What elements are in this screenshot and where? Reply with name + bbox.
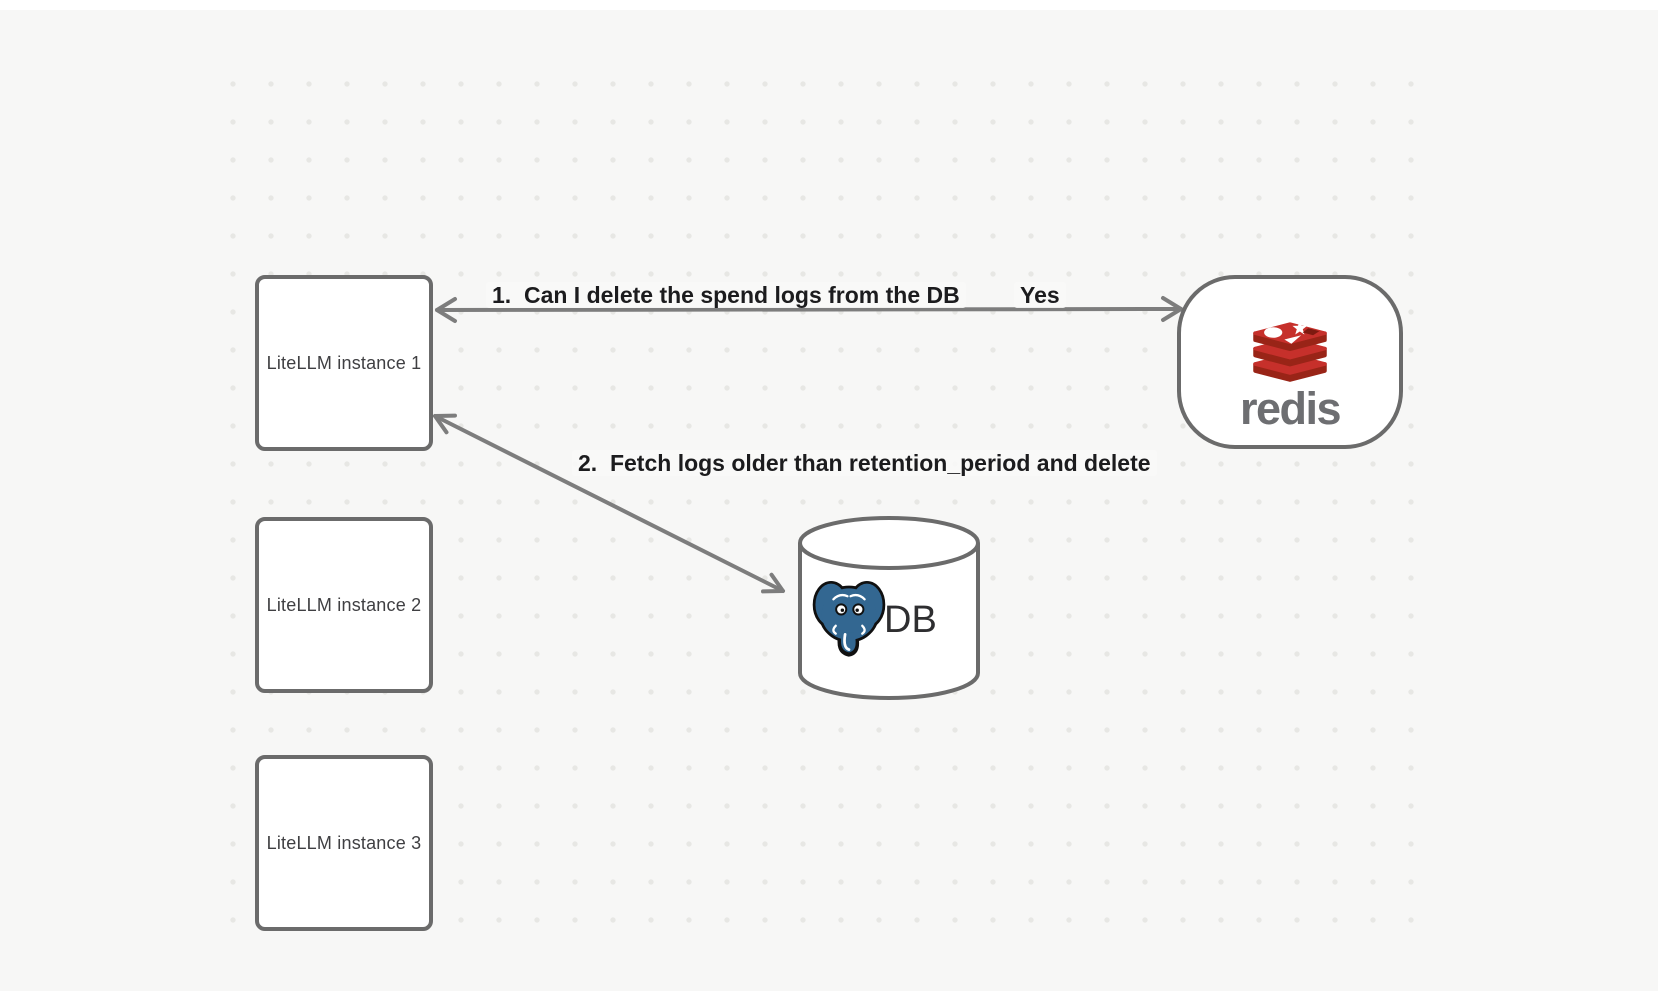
db-label: DB bbox=[884, 599, 937, 641]
node-litellm-instance-3[interactable]: LiteLLM instance 3 bbox=[255, 755, 433, 931]
arrow1-answer-label[interactable]: Yes bbox=[1014, 282, 1066, 308]
redis-cube-stack-icon bbox=[1253, 320, 1327, 382]
arrow-instance1-db[interactable] bbox=[433, 413, 785, 594]
node-redis[interactable]: redis bbox=[1177, 275, 1403, 449]
node-db[interactable]: DB bbox=[796, 514, 982, 704]
node-label: LiteLLM instance 3 bbox=[266, 832, 422, 853]
node-label: LiteLLM instance 2 bbox=[266, 594, 422, 615]
redis-wordmark: redis bbox=[1239, 383, 1342, 434]
arrow1-label[interactable]: 1. Can I delete the spend logs from the … bbox=[486, 282, 966, 308]
postgresql-elephant-icon bbox=[812, 580, 886, 657]
arrow2-label[interactable]: 2. Fetch logs older than retention_perio… bbox=[572, 450, 1157, 476]
node-litellm-instance-1[interactable]: LiteLLM instance 1 bbox=[255, 275, 433, 451]
top-margin bbox=[0, 0, 1658, 10]
node-litellm-instance-2[interactable]: LiteLLM instance 2 bbox=[255, 517, 433, 693]
node-label: LiteLLM instance 1 bbox=[266, 352, 422, 373]
database-cylinder-shape bbox=[798, 516, 980, 700]
bottom-margin bbox=[0, 991, 1658, 1003]
